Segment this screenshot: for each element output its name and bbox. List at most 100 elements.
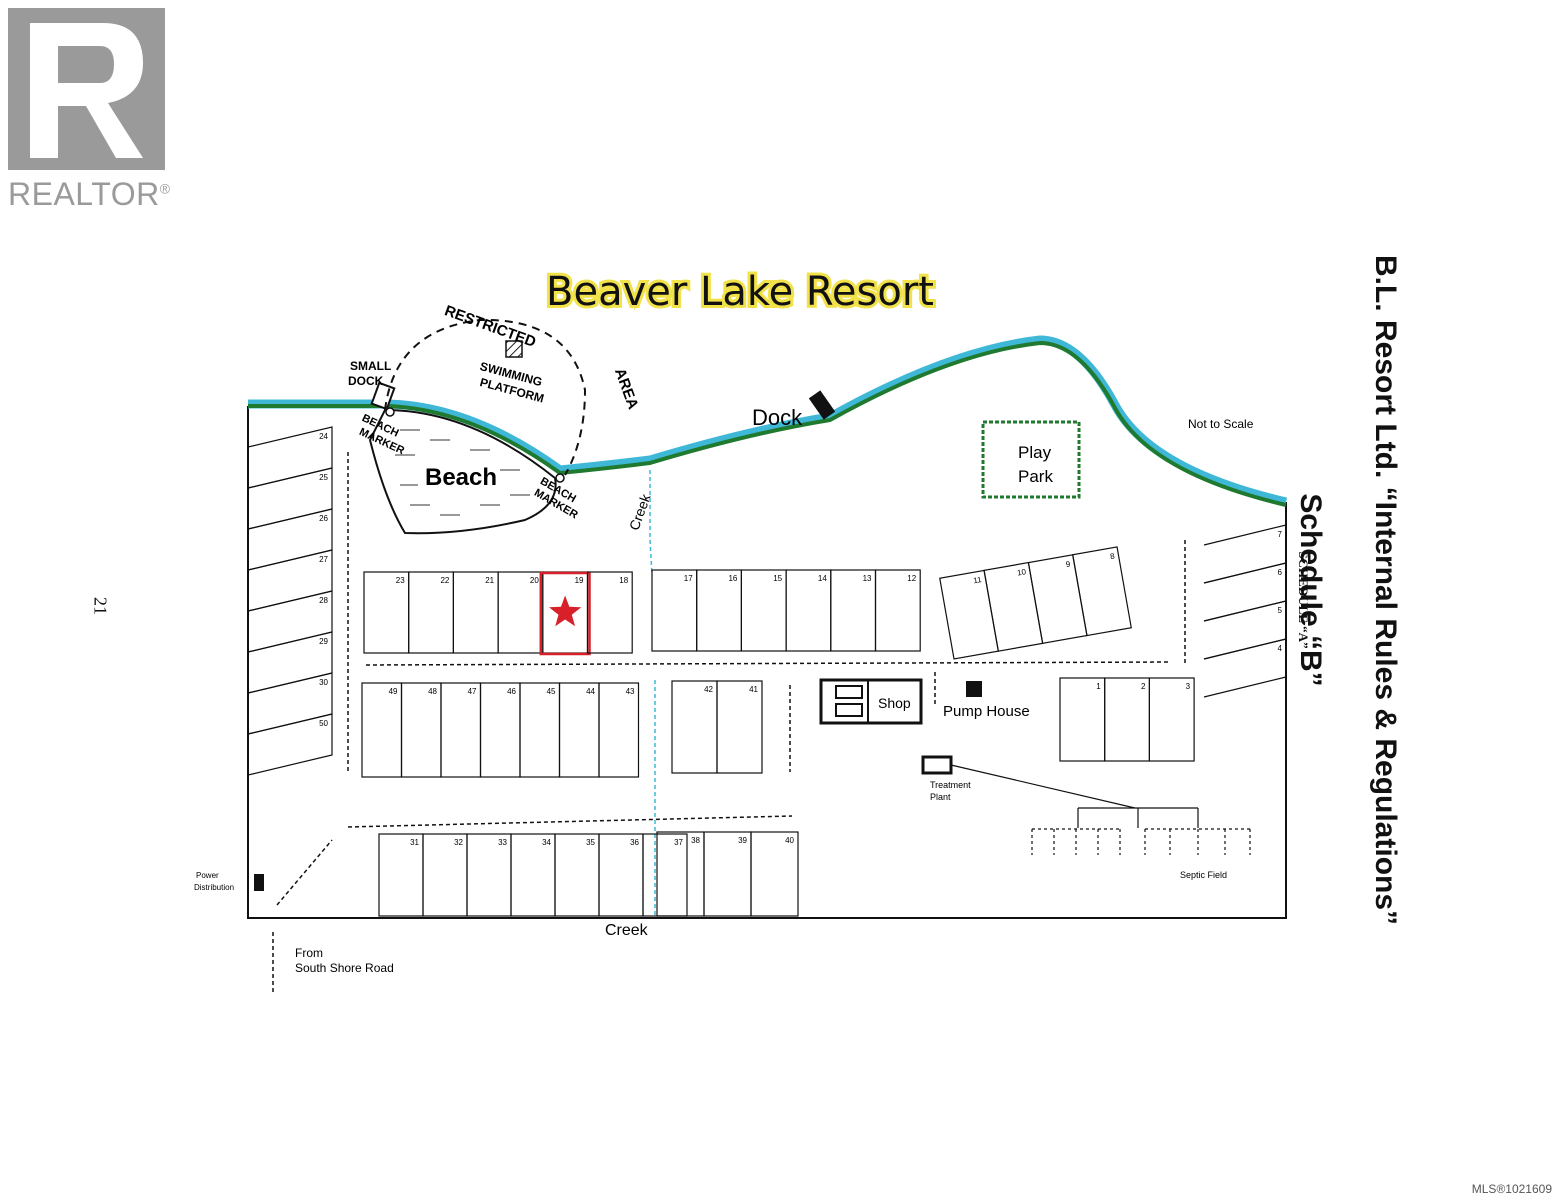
lot-22: 22 — [408, 571, 455, 654]
schedule-a-label: SCHEDULE “A” — [1296, 551, 1311, 649]
lot-32: 32 — [422, 833, 468, 917]
play-park-label: Play — [1018, 443, 1052, 462]
svg-text:13: 13 — [863, 574, 872, 583]
lot-50: 50 — [247, 713, 333, 776]
creek-line — [649, 470, 653, 576]
svg-text:1: 1 — [1096, 682, 1101, 691]
lot-31: 31 — [378, 833, 424, 917]
play-park-label-2: Park — [1018, 467, 1053, 486]
road-origin-label: From — [295, 946, 323, 960]
svg-text:3: 3 — [1186, 682, 1191, 691]
shop-label: Shop — [878, 695, 911, 711]
svg-text:11: 11 — [973, 575, 983, 585]
septic-lines — [950, 764, 1199, 828]
restricted-area-boundary — [384, 318, 587, 476]
small-dock-label-2: DOCK — [348, 374, 384, 388]
svg-text:34: 34 — [542, 838, 551, 847]
lot-2: 2 — [1104, 677, 1150, 762]
svg-text:8: 8 — [1109, 551, 1115, 561]
lot-44: 44 — [558, 682, 600, 778]
beach-marker-icon-2 — [555, 473, 565, 483]
swimming-platform-icon — [505, 340, 523, 358]
pump-house-label: Pump House — [943, 703, 1030, 720]
lot-20: 20 — [497, 571, 544, 654]
lot-49: 49 — [361, 682, 403, 778]
svg-text:5: 5 — [1278, 606, 1283, 615]
svg-text:47: 47 — [468, 687, 477, 696]
lot-19: 19 — [539, 571, 591, 656]
svg-text:7: 7 — [1278, 530, 1283, 539]
svg-text:23: 23 — [396, 576, 405, 585]
svg-text:15: 15 — [773, 574, 782, 583]
svg-text:37: 37 — [674, 838, 683, 847]
restricted-label-2: AREA — [611, 366, 642, 412]
lot-18: 18 — [586, 571, 633, 654]
svg-text:24: 24 — [319, 432, 328, 441]
lot-13: 13 — [830, 569, 877, 652]
svg-text:30: 30 — [319, 678, 328, 687]
lot-7: 7 — [1203, 524, 1287, 584]
svg-text:48: 48 — [428, 687, 437, 696]
power-distribution-icon — [254, 874, 264, 891]
power-distribution-label: Power — [196, 871, 219, 880]
lot-36: 36 — [598, 833, 644, 917]
realtor-logo: REALTOR® — [8, 8, 183, 212]
creek-label-bottom: Creek — [605, 922, 649, 939]
lot-11: 11 — [939, 569, 1000, 660]
page-number: 21 — [90, 597, 111, 615]
svg-text:50: 50 — [319, 719, 328, 728]
lot-12: 12 — [874, 569, 921, 652]
svg-text:44: 44 — [586, 687, 595, 696]
mls-number: MLS®1021609 — [1471, 1182, 1552, 1196]
svg-text:33: 33 — [498, 838, 507, 847]
not-to-scale-label: Not to Scale — [1188, 417, 1254, 431]
svg-text:39: 39 — [738, 836, 747, 845]
svg-text:27: 27 — [319, 555, 328, 564]
lot-23: 23 — [363, 571, 410, 654]
svg-text:49: 49 — [389, 687, 398, 696]
shop-tank-icon — [835, 685, 863, 699]
svg-text:6: 6 — [1278, 568, 1283, 577]
lot-10: 10 — [983, 561, 1044, 652]
lot-46: 46 — [479, 682, 521, 778]
svg-text:9: 9 — [1065, 559, 1071, 569]
shoreline — [248, 340, 1287, 507]
svg-text:2: 2 — [1141, 682, 1146, 691]
lot-16: 16 — [696, 569, 743, 652]
svg-text:16: 16 — [728, 574, 737, 583]
power-distribution-label-2: Distribution — [194, 883, 234, 892]
svg-text:35: 35 — [586, 838, 595, 847]
svg-text:17: 17 — [684, 574, 693, 583]
lot-43: 43 — [598, 682, 640, 778]
highlighted-lot-outline — [539, 571, 591, 656]
svg-text:36: 36 — [630, 838, 639, 847]
star-icon — [549, 595, 582, 627]
svg-text:10: 10 — [1016, 567, 1027, 578]
svg-text:40: 40 — [785, 836, 794, 845]
beach-texture — [395, 429, 530, 516]
svg-text:25: 25 — [319, 473, 328, 482]
svg-text:41: 41 — [749, 685, 758, 694]
property-boundary — [247, 406, 1287, 919]
svg-text:14: 14 — [818, 574, 827, 583]
resort-rules-title: B.L. Resort Ltd. “Internal Rules & Regul… — [1369, 254, 1402, 926]
svg-text:26: 26 — [319, 514, 328, 523]
septic-field-label: Septic Field — [1180, 870, 1227, 880]
lot-6: 6 — [1203, 562, 1287, 622]
lot-45: 45 — [519, 682, 561, 778]
realtor-r-icon — [8, 8, 165, 170]
lot-15: 15 — [740, 569, 787, 652]
lot-9: 9 — [1027, 554, 1088, 645]
svg-text:28: 28 — [319, 596, 328, 605]
dock-label: Dock — [752, 405, 803, 430]
lot-4: 4 — [1203, 638, 1287, 698]
svg-text:18: 18 — [619, 576, 628, 585]
svg-text:29: 29 — [319, 637, 328, 646]
lot-37: 37 — [642, 833, 688, 917]
map-title: Beaver Lake Resort — [546, 269, 934, 315]
road-origin-label-2: South Shore Road — [295, 961, 394, 975]
play-park-boundary — [981, 420, 1081, 499]
treatment-plant-icon — [921, 755, 953, 775]
